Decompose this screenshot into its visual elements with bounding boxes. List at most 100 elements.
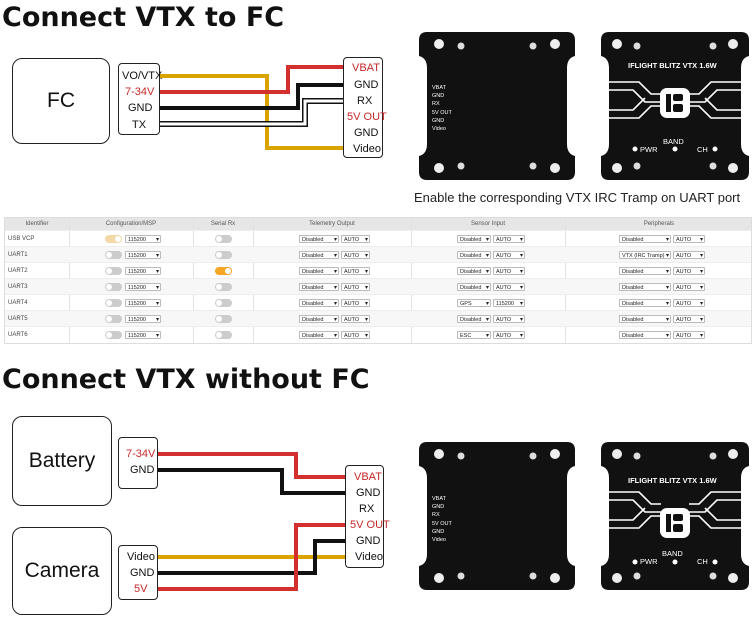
serial-rx-toggle[interactable] [215, 235, 232, 243]
board-front-1-ch: CH [697, 145, 708, 154]
telemetry-select[interactable]: Disabled [299, 331, 339, 340]
toggle-knob [106, 284, 112, 290]
wire2-5v-red [158, 523, 345, 591]
section2-wires [158, 452, 345, 591]
toggle-knob [216, 236, 222, 242]
telemetry-select[interactable]: Disabled [299, 315, 339, 324]
msp-toggle[interactable] [105, 251, 122, 259]
peripherals-select[interactable]: Disabled [619, 267, 671, 276]
sensor-baud-select[interactable]: AUTO [493, 315, 525, 324]
ports-table-header: Identifier Configuration/MSP Serial Rx T… [5, 218, 751, 230]
serial-rx-toggle[interactable] [215, 315, 232, 323]
serial-rx-toggle[interactable] [215, 267, 232, 275]
sensor-select[interactable]: Disabled [457, 251, 491, 260]
vtx2-pin-5vout: 5V OUT [350, 519, 390, 531]
peripherals-baud-select[interactable]: AUTO [673, 299, 705, 308]
board-front-1-band: BAND [663, 137, 684, 146]
telemetry-select[interactable]: Disabled [299, 299, 339, 308]
peripherals-baud-select[interactable]: AUTO [673, 283, 705, 292]
fc-pin-box [118, 63, 160, 135]
telemetry-baud-select[interactable]: AUTO [341, 235, 370, 244]
sensor-baud-select[interactable]: 115200 [493, 299, 525, 308]
sensor-select[interactable]: Disabled [457, 267, 491, 276]
vtx1-pin-gnd: GND [354, 79, 379, 91]
msp-toggle[interactable] [105, 315, 122, 323]
port-identifier: UART2 [8, 268, 28, 274]
fc-box: FC [12, 58, 110, 144]
peripherals-select[interactable]: Disabled [619, 235, 671, 244]
telemetry-select[interactable]: Disabled [299, 251, 339, 260]
table-row: UART1115200DisabledAUTODisabledAUTOVTX (… [5, 246, 751, 263]
msp-baud-select[interactable]: 115200 [125, 315, 161, 324]
toggle-knob [216, 300, 222, 306]
msp-toggle[interactable] [105, 267, 122, 275]
peripherals-select[interactable]: Disabled [619, 315, 671, 324]
battery-pin-box [118, 437, 158, 489]
telemetry-select[interactable]: Disabled [299, 235, 339, 244]
battery-label: Battery [28, 449, 96, 472]
serial-rx-toggle[interactable] [215, 251, 232, 259]
vtx1-pin-video: Video [353, 143, 381, 155]
fc-label: FC [47, 89, 75, 112]
wire-tx-outline [160, 98, 343, 127]
vtx-board-back-1 [419, 32, 575, 180]
serial-rx-toggle[interactable] [215, 331, 232, 339]
peripherals-baud-select[interactable]: AUTO [673, 235, 705, 244]
msp-toggle[interactable] [105, 299, 122, 307]
toggle-knob [216, 316, 222, 322]
fc-pin-7-34v: 7-34V [125, 86, 155, 98]
serial-rx-toggle[interactable] [215, 283, 232, 291]
sensor-select[interactable]: Disabled [457, 235, 491, 244]
peripherals-select[interactable]: Disabled [619, 299, 671, 308]
peripherals-baud-select[interactable]: AUTO [673, 251, 705, 260]
table-row: UART2115200DisabledAUTODisabledAUTODisab… [5, 262, 751, 279]
msp-baud-select[interactable]: 115200 [125, 299, 161, 308]
msp-toggle[interactable] [105, 283, 122, 291]
msp-baud-select[interactable]: 115200 [125, 331, 161, 340]
section1-title: Connect VTX to FC [2, 2, 285, 33]
peripherals-baud-select[interactable]: AUTO [673, 267, 705, 276]
msp-baud-select[interactable]: 115200 [125, 235, 161, 244]
table-row: UART3115200DisabledAUTODisabledAUTODisab… [5, 278, 751, 295]
msp-baud-select[interactable]: 115200 [125, 267, 161, 276]
telemetry-baud-select[interactable]: AUTO [341, 267, 370, 276]
vtx2-pin-rx: RX [359, 503, 375, 515]
peripherals-select[interactable]: VTX (IRC Tramp) [619, 251, 671, 260]
port-identifier: UART1 [8, 252, 28, 258]
msp-baud-select[interactable]: 115200 [125, 283, 161, 292]
toggle-knob [106, 300, 112, 306]
wire-tx-white [160, 99, 343, 126]
telemetry-select[interactable]: Disabled [299, 283, 339, 292]
telemetry-baud-select[interactable]: AUTO [341, 283, 370, 292]
sensor-baud-select[interactable]: AUTO [493, 251, 525, 260]
telemetry-baud-select[interactable]: AUTO [341, 299, 370, 308]
telemetry-baud-select[interactable]: AUTO [341, 251, 370, 260]
vtx1-pin-gnd2: GND [354, 127, 379, 139]
toggle-knob [216, 332, 222, 338]
sensor-baud-select[interactable]: AUTO [493, 235, 525, 244]
sensor-baud-select[interactable]: AUTO [493, 283, 525, 292]
msp-toggle[interactable] [105, 331, 122, 339]
peripherals-select[interactable]: Disabled [619, 283, 671, 292]
sensor-baud-select[interactable]: AUTO [493, 331, 525, 340]
battery-pin-gnd: GND [130, 464, 155, 476]
telemetry-baud-select[interactable]: AUTO [341, 331, 370, 340]
telemetry-select[interactable]: Disabled [299, 267, 339, 276]
serial-rx-toggle[interactable] [215, 299, 232, 307]
sensor-baud-select[interactable]: AUTO [493, 267, 525, 276]
msp-toggle[interactable] [105, 235, 122, 243]
sensor-select[interactable]: ESC [457, 331, 491, 340]
sensor-select[interactable]: Disabled [457, 283, 491, 292]
telemetry-baud-select[interactable]: AUTO [341, 315, 370, 324]
peripherals-select[interactable]: Disabled [619, 331, 671, 340]
vtx-board-back-2 [419, 442, 575, 590]
sensor-select[interactable]: GPS [457, 299, 491, 308]
peripherals-baud-select[interactable]: AUTO [673, 315, 705, 324]
port-identifier: UART5 [8, 316, 28, 322]
sensor-select[interactable]: Disabled [457, 315, 491, 324]
board-front-2-title: IFLIGHT BLITZ VTX 1.6W [628, 476, 717, 485]
table-row: UART6115200DisabledAUTOESCAUTODisabledAU… [5, 326, 751, 343]
msp-baud-select[interactable]: 115200 [125, 251, 161, 260]
peripherals-baud-select[interactable]: AUTO [673, 331, 705, 340]
